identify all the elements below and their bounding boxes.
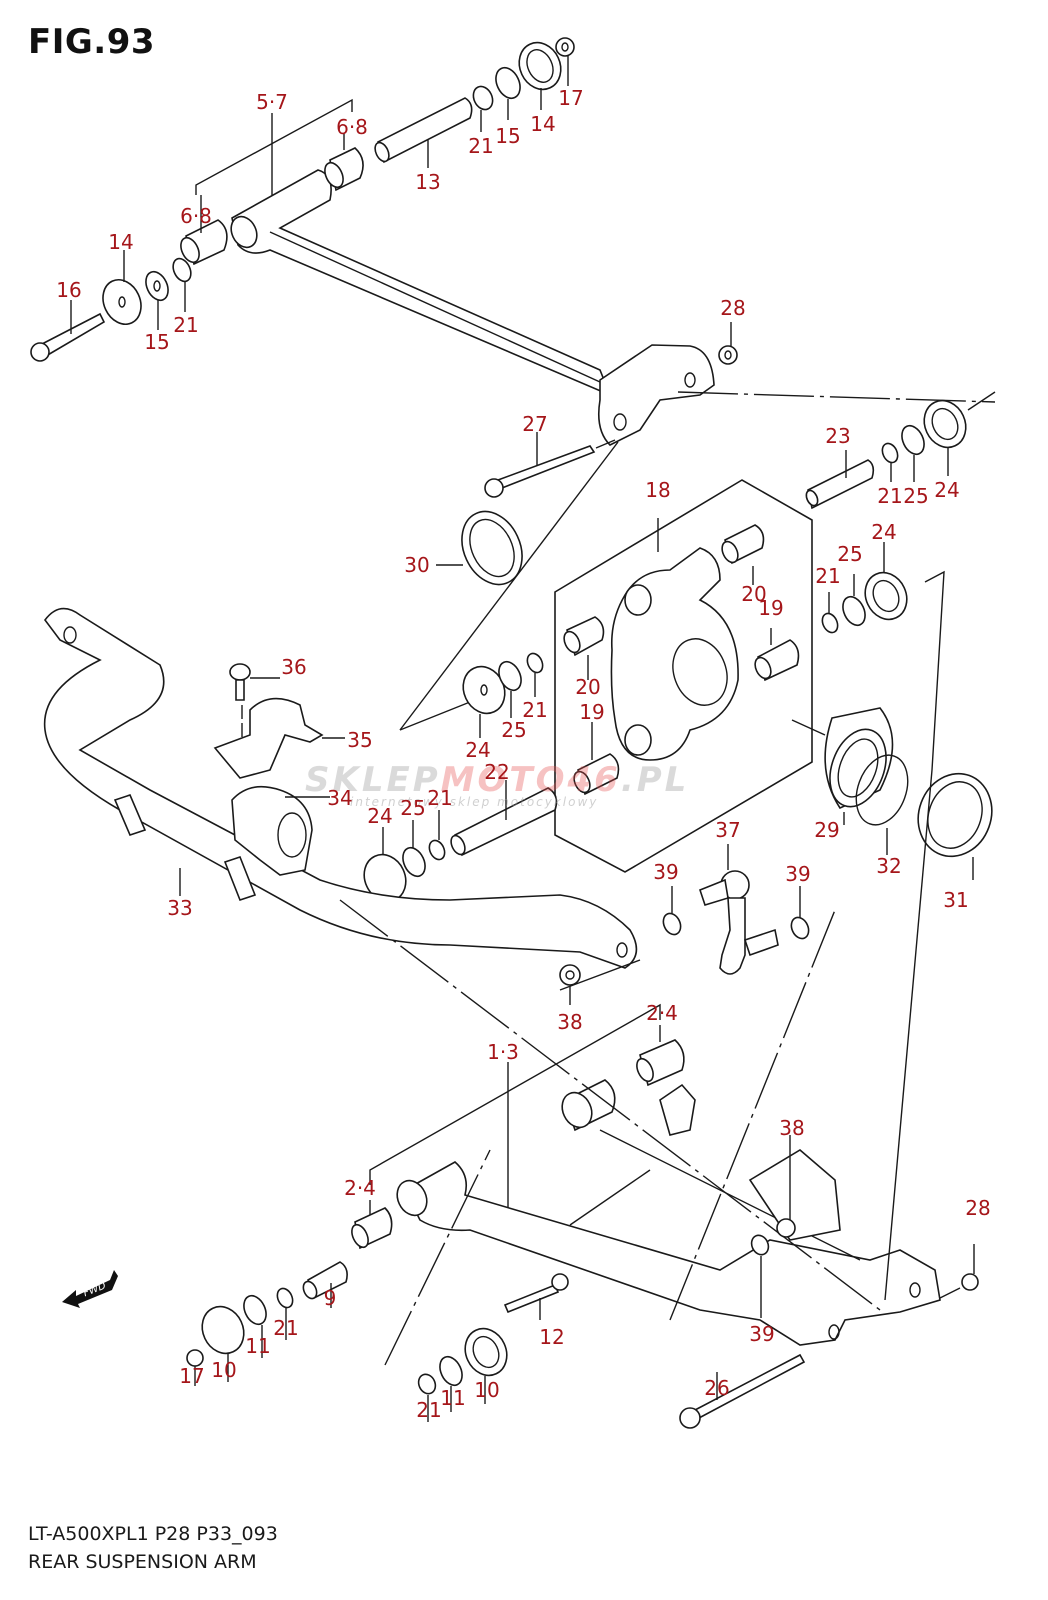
callout-1-3[interactable]: 1·3 [487, 1040, 519, 1064]
callout-18[interactable]: 18 [645, 478, 671, 502]
callout-12[interactable]: 12 [539, 1325, 565, 1349]
callout-30[interactable]: 30 [404, 553, 430, 577]
callout-19-a[interactable]: 19 [758, 596, 784, 620]
callout-39-a[interactable]: 39 [653, 860, 679, 884]
figure-footer: LT-A500XPL1 P28 P33_093 REAR SUSPENSION … [28, 1520, 278, 1576]
watermark: SKLEPMOTO46.PL [305, 760, 689, 800]
callout-32[interactable]: 32 [876, 854, 902, 878]
callout-24-b[interactable]: 24 [871, 520, 897, 544]
callout-28-b[interactable]: 28 [965, 1196, 991, 1220]
callout-20-b[interactable]: 20 [575, 675, 601, 699]
callout-2-4-a[interactable]: 2·4 [646, 1001, 678, 1025]
callout-15-a[interactable]: 15 [495, 124, 521, 148]
callout-9[interactable]: 9 [323, 1286, 337, 1310]
watermark-brand-suffix: .PL [620, 760, 690, 800]
callout-6-8-top[interactable]: 6·8 [336, 115, 368, 139]
callout-36[interactable]: 36 [281, 655, 307, 679]
callout-21-e[interactable]: 21 [522, 698, 548, 722]
callout-24-c[interactable]: 24 [465, 738, 491, 762]
callout-24-d[interactable]: 24 [367, 804, 393, 828]
callout-39-b[interactable]: 39 [785, 862, 811, 886]
callout-39-c[interactable]: 39 [749, 1322, 775, 1346]
forward-direction-arrow-icon: FWD [60, 1268, 120, 1312]
callout-21-f[interactable]: 21 [427, 786, 453, 810]
callout-35[interactable]: 35 [347, 728, 373, 752]
callout-21-h[interactable]: 21 [416, 1398, 442, 1422]
callout-11-b[interactable]: 11 [440, 1386, 466, 1410]
callout-33[interactable]: 33 [167, 896, 193, 920]
callout-25-b[interactable]: 25 [837, 542, 863, 566]
callout-27[interactable]: 27 [522, 412, 548, 436]
callout-34[interactable]: 34 [327, 786, 353, 810]
callout-25-d[interactable]: 25 [400, 796, 426, 820]
callout-21-b[interactable]: 21 [173, 313, 199, 337]
callout-10-a[interactable]: 10 [211, 1358, 237, 1382]
callout-22[interactable]: 22 [484, 760, 510, 784]
stabilizer-drawing [43, 607, 810, 1005]
figure-title: FIG.93 [28, 22, 156, 62]
callout-31[interactable]: 31 [943, 888, 969, 912]
callout-23[interactable]: 23 [825, 424, 851, 448]
callout-11-a[interactable]: 11 [245, 1334, 271, 1358]
callout-10-b[interactable]: 10 [474, 1378, 500, 1402]
callout-19-b[interactable]: 19 [579, 700, 605, 724]
callout-5-7[interactable]: 5·7 [256, 90, 288, 114]
figure-caption: REAR SUSPENSION ARM [28, 1551, 257, 1573]
callout-24-a[interactable]: 24 [934, 478, 960, 502]
callout-38-b[interactable]: 38 [779, 1116, 805, 1140]
callout-14-a[interactable]: 14 [530, 112, 556, 136]
watermark-tagline: internetowy sklep motocyklowy [350, 795, 599, 809]
callout-16[interactable]: 16 [56, 278, 82, 302]
callout-26[interactable]: 26 [704, 1376, 730, 1400]
callout-14-b[interactable]: 14 [108, 230, 134, 254]
suspension-arm-drawing [186, 769, 979, 1429]
watermark-brand-red: MOTO46 [440, 760, 621, 800]
watermark-brand-gray: SKLEP [305, 760, 441, 800]
callout-17-b[interactable]: 17 [179, 1364, 205, 1388]
callout-25-a[interactable]: 25 [903, 484, 929, 508]
callout-21-a[interactable]: 21 [468, 134, 494, 158]
callout-6-8-left[interactable]: 6·8 [180, 204, 212, 228]
callout-25-c[interactable]: 25 [501, 718, 527, 742]
callout-21-g[interactable]: 21 [273, 1316, 299, 1340]
callout-20-a[interactable]: 20 [741, 582, 767, 606]
axle-housing-drawing [30, 37, 996, 510]
callout-15-b[interactable]: 15 [144, 330, 170, 354]
callout-21-c[interactable]: 21 [877, 484, 903, 508]
callout-29[interactable]: 29 [814, 818, 840, 842]
model-code: LT-A500XPL1 P28 P33_093 [28, 1523, 278, 1545]
callout-38-a[interactable]: 38 [557, 1010, 583, 1034]
callout-37[interactable]: 37 [715, 818, 741, 842]
knuckle-drawing [363, 441, 993, 903]
callout-21-d[interactable]: 21 [815, 564, 841, 588]
callout-28-a[interactable]: 28 [720, 296, 746, 320]
callout-2-4-b[interactable]: 2·4 [344, 1176, 376, 1200]
callout-17-a[interactable]: 17 [558, 86, 584, 110]
callout-13[interactable]: 13 [415, 170, 441, 194]
